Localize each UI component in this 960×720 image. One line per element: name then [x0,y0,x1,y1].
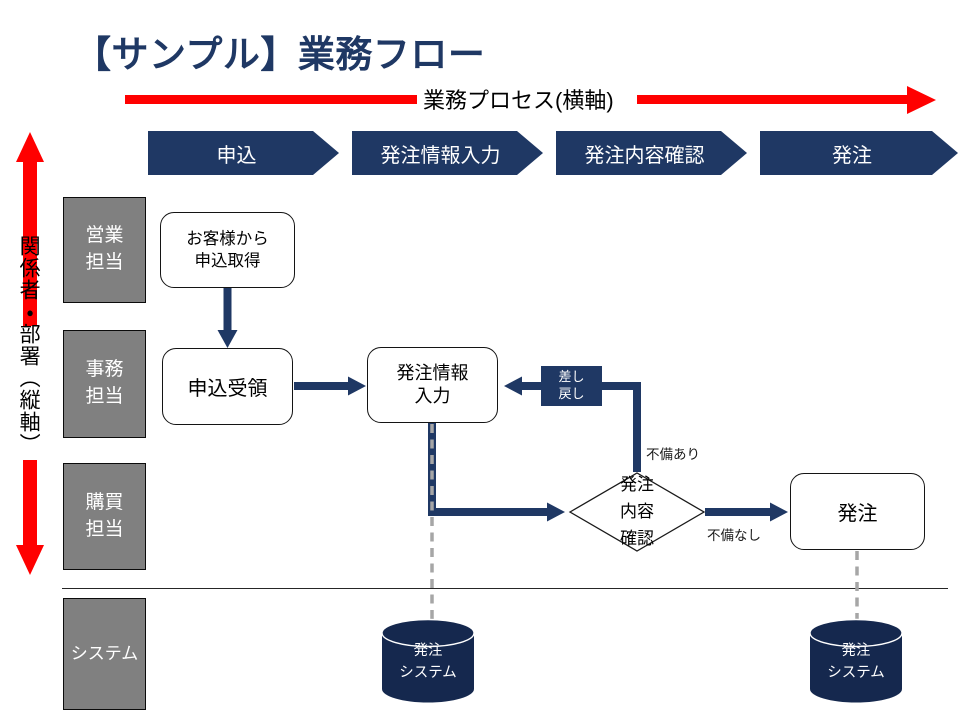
process-step-label: 発注情報入力 [380,144,501,167]
lane-label: 担当 [85,252,124,273]
node-label: 発注 [620,475,654,494]
database-label-line: 発注 [841,643,871,659]
arrow-obtain-to-receive [217,288,238,348]
process-step-label: 申込 [216,144,257,167]
node-obtain-application: お客様から 申込取得 [160,212,295,288]
horizontal-axis-label: 業務プロセス(横軸) [423,88,614,113]
process-step-label: 発注 [832,144,872,167]
lane-office: 事務 担当 [63,330,146,438]
lane-label: 事務 [85,359,124,381]
database-cylinder-right [809,618,903,703]
process-step-label: 発注内容確認 [584,144,705,167]
database-label-left: 発注 システム [382,640,474,685]
system-lane-separator-line [62,588,948,589]
database-label-right: 発注 システム [810,640,902,685]
page-title: 【サンプル】業務フロー [74,34,486,75]
node-label: 申込取得 [194,252,261,270]
database-label-line: システム [399,665,457,682]
node-receive-application: 申込受領 [162,348,293,425]
node-label: 内容 [620,501,654,521]
lane-purchasing: 購買 担当 [63,463,146,570]
arrow-input-to-check [428,423,565,522]
lane-system: システム [63,598,146,710]
vertical-axis-arrowhead-up-icon [16,132,44,162]
lane-label: 営業 [85,225,124,247]
edge-label-defect-no: 不備なし [707,528,761,543]
database-label-line: 発注 [413,643,443,659]
process-step-order-check: 発注内容確認 [556,131,747,175]
process-step-order: 発注 [760,131,958,175]
node-order-info-input: 発注情報 入力 [367,347,498,423]
lane-sales: 営業 担当 [63,197,146,303]
decision-label-order-check: 発注 内容 確認 [587,472,687,553]
node-label: 入力 [414,386,451,406]
node-label: 確認 [620,528,654,548]
horizontal-axis-bar-left [125,95,417,104]
decision-diamond-order-check [568,472,706,552]
node-label: 発注情報 [396,362,469,383]
horizontal-axis-arrowhead-icon [907,85,936,114]
node-label: 発注 [837,503,878,525]
database-cylinder-left [381,618,475,703]
lane-label: システム [70,644,139,664]
node-send-back: 差し 戻し [541,366,602,406]
process-step-order-info-input: 発注情報入力 [352,131,543,175]
node-label: お客様から [186,229,269,248]
lane-label: 購買 [85,491,124,513]
node-label: 差し [558,369,585,385]
arrow-receive-to-input [294,376,366,396]
vertical-axis-bar-top [23,160,37,326]
vertical-axis-bar-bottom [23,460,37,546]
vertical-axis-arrowhead-down-icon [16,545,44,575]
vertical-axis-label: 関係者・部署（縦軸） [17,235,41,455]
process-step-application: 申込 [148,131,339,175]
node-label: 戻し [558,386,585,401]
node-order: 発注 [790,473,925,550]
horizontal-axis-bar-right [637,95,908,104]
lane-label: 担当 [85,518,124,540]
arrow-check-to-order [705,502,788,522]
node-label: 申込受領 [187,378,268,400]
lane-label: 担当 [85,386,124,407]
edge-label-defect-yes: 不備あり [646,447,700,462]
database-label-line: システム [827,665,885,682]
